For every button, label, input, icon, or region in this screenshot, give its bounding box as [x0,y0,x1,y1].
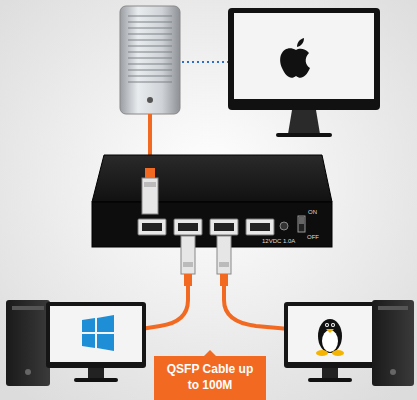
panel-marking: 12VDC 1.0A [262,238,295,244]
panel-marking: OFF [307,234,319,240]
linux-pc [284,300,414,386]
windows-pc [6,300,146,386]
display-link [182,61,228,63]
panel-marking: ON [308,209,317,215]
callout-text: QSFP Cable up to 100M [162,362,258,393]
server-tower [120,6,180,114]
switch-box [92,155,332,247]
imac-monitor [228,8,380,137]
qsfp-connector [142,168,158,214]
qsfp-connector [181,236,231,286]
callout-box: QSFP Cable up to 100M [154,356,266,400]
